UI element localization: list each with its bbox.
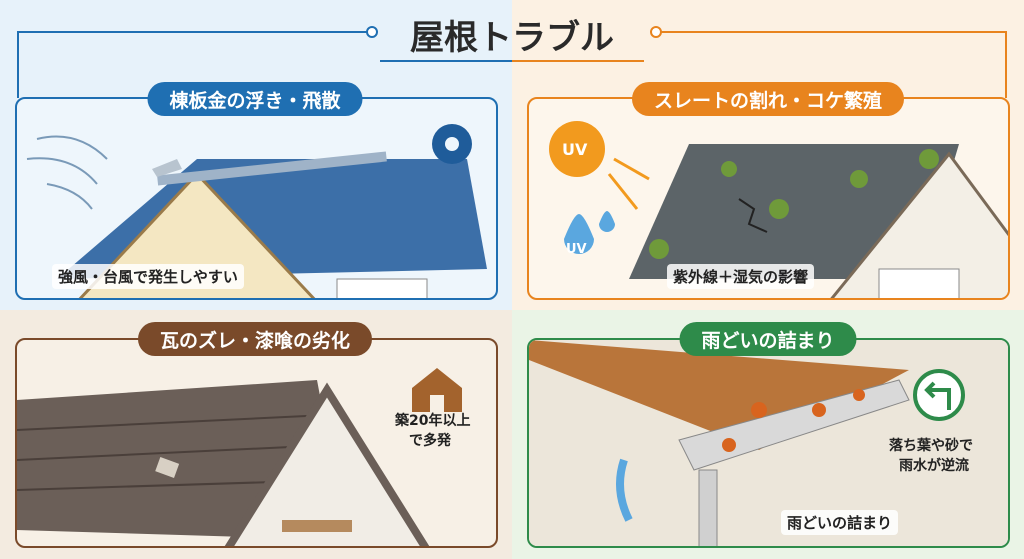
cause-note-line1: 落ち葉や砂で [889, 438, 973, 454]
caption: 強風・台風で発生しやすい [52, 264, 244, 289]
panel-tile: 築20年以上 で多発 [15, 338, 498, 548]
panel-gutter: 落ち葉や砂で 雨水が逆流 雨どいの詰まり [527, 338, 1010, 548]
slate-roof-illustration [549, 121, 1008, 298]
title-connectors [17, 26, 1007, 98]
wind-icon [26, 135, 108, 210]
caption: 雨どいの詰まり [781, 510, 899, 535]
panel-slate: UV UV 紫外線＋湿気の影響 [527, 97, 1010, 300]
typhoon-icon [432, 124, 472, 164]
panel-title: スレートの割れ・コケ繁殖 [631, 82, 905, 116]
panel-ridge-metal: 強風・台風で発生しやすい [15, 97, 498, 300]
sun-icon [549, 121, 605, 177]
backflow-arrow-icon [913, 369, 965, 421]
panel-title: 棟板金の浮き・飛散 [147, 82, 363, 116]
panel-title: 雨どいの詰まり [679, 322, 857, 356]
age-note-line1: 築20年以上 [395, 413, 471, 429]
uv-sun-label: UV [562, 140, 588, 159]
panel-title: 瓦のズレ・漆喰の劣化 [137, 322, 373, 356]
uv-drop-label: UV [566, 242, 587, 257]
age-note-line2: で多発 [409, 433, 451, 449]
house-icon [412, 368, 462, 412]
cause-note-line2: 雨水が逆流 [899, 458, 969, 474]
caption: 紫外線＋湿気の影響 [667, 264, 815, 289]
gutter-illustration [529, 340, 1008, 546]
page-title: 屋根トラブル [410, 18, 614, 58]
water-drop-icon [564, 211, 615, 254]
tile-roof-illustration [17, 368, 462, 546]
